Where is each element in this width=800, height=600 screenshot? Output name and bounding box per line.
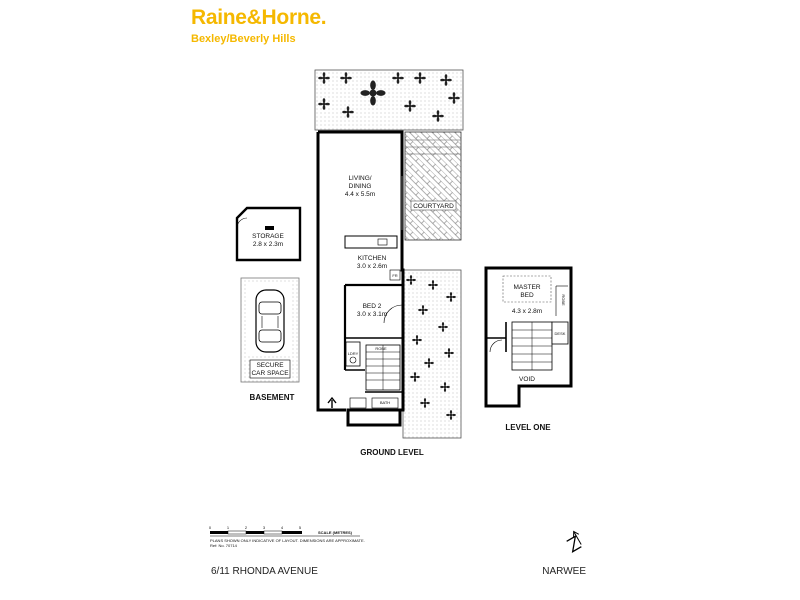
bed2-label: BED 2 [363, 303, 382, 310]
basement-title: BASEMENT [250, 393, 295, 402]
scale-label: SCALE (METRES) [318, 530, 353, 535]
master-size: 4.3 x 2.8m [512, 308, 542, 315]
storage-label: STORAGE [252, 233, 284, 240]
car-space: SECURE CAR SPACE [240, 277, 300, 383]
level-one-title: LEVEL ONE [505, 423, 551, 432]
property-address: 6/11 RHONDA AVENUE [211, 566, 318, 577]
brand-office: Bexley/Beverly Hills [191, 33, 296, 45]
scale-tick: 3 [263, 525, 266, 530]
storage-size: 2.8 x 2.3m [253, 241, 283, 248]
scale-tick: 5 [299, 525, 302, 530]
ground-level-plan: COURTYARD FR [316, 130, 462, 439]
scale-tick: 0 [209, 525, 212, 530]
fridge-label: FR [392, 273, 397, 278]
car-icon [255, 289, 285, 353]
courtyard-paving [404, 131, 462, 241]
desk-label: DESK [555, 331, 566, 336]
plan-reference: Ref: No. 70714 [210, 543, 238, 548]
master-label-1: MASTER [513, 284, 540, 291]
bed2-size: 3.0 x 3.1m [357, 311, 387, 318]
kitchen-label: KITCHEN [358, 255, 387, 262]
car-space-label-2: CAR SPACE [251, 370, 289, 377]
ground-level-title: GROUND LEVEL [360, 448, 424, 457]
level-one-plan: ROBE DESK MASTER BED 4.3 x 2.8m VOID [484, 266, 573, 408]
storage-room: STORAGE 2.8 x 2.3m [235, 206, 302, 262]
car-space-label-1: SECURE [256, 362, 284, 369]
level-one-stairs [511, 321, 553, 371]
laundry-label: LDRY [348, 351, 359, 356]
void-label: VOID [519, 376, 535, 383]
living-label-1: LIVING/ [348, 175, 371, 182]
scale-tick: 1 [227, 525, 230, 530]
robe2-label: ROBE [561, 294, 566, 306]
kitchen-size: 3.0 x 2.6m [357, 263, 387, 270]
stairs [365, 344, 401, 391]
property-suburb: NARWEE [542, 566, 586, 577]
brand-logo: Raine&Horne. Bexley/Beverly Hills [191, 6, 327, 46]
living-size: 4.4 x 5.5m [345, 191, 375, 198]
robe-label: ROBE [375, 346, 387, 351]
master-label-2: BED [520, 292, 534, 299]
bath-label: BATH [380, 400, 390, 405]
entry-arrow-icon [327, 396, 337, 408]
living-label-2: DINING [349, 183, 372, 190]
rear-garden [314, 69, 464, 131]
courtyard-label: COURTYARD [413, 203, 454, 210]
scale-tick: 4 [281, 525, 284, 530]
brand-name: Raine&Horne. [191, 6, 327, 29]
north-arrow-icon [566, 530, 582, 553]
scale-bar: 0 1 2 3 4 5 SCALE (METRES) PLANS SHOWN O… [209, 525, 365, 548]
scale-tick: 2 [245, 525, 248, 530]
scale-disclaimer: PLANS SHOWN ONLY INDICATIVE OF LAYOUT. D… [210, 538, 365, 543]
